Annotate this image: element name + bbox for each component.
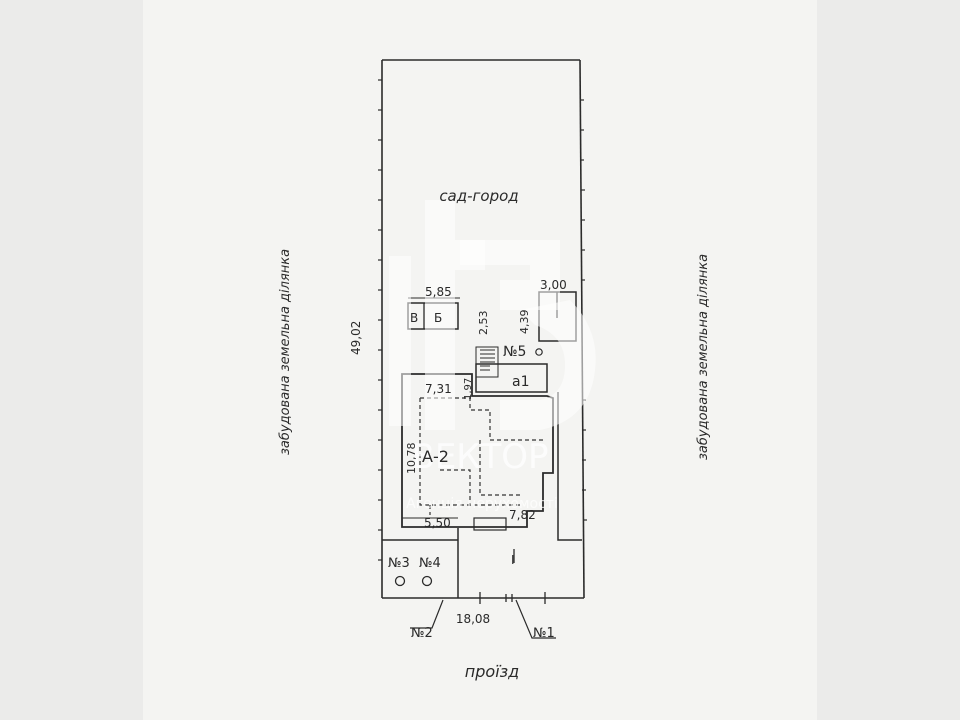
building-v-label: В <box>410 311 418 325</box>
dim-439: 4,39 <box>518 310 531 335</box>
item-2-label: №2 <box>411 626 433 641</box>
well-3-icon <box>394 575 406 587</box>
well-5-icon <box>535 348 543 356</box>
garden-label: сад-город <box>439 187 518 205</box>
dim-782: 7,82 <box>509 508 536 522</box>
watermark-logo: ВЕКТОР Агенція нерухомості <box>389 200 596 512</box>
road-label: проїзд <box>465 662 519 681</box>
porch <box>473 517 507 531</box>
leader-lines <box>410 599 556 639</box>
building-b-label: Б <box>434 311 442 325</box>
right-neighbor-label: забудована земельна ділянка <box>696 254 711 460</box>
watermark-tagline: Агенція нерухомості <box>406 496 558 512</box>
item-1-label: №1 <box>533 626 555 641</box>
dim-plot-length: 49,02 <box>349 321 363 355</box>
building-a2-label: А-2 <box>422 447 449 466</box>
stairs <box>475 346 499 378</box>
house-interior-walls <box>419 397 545 515</box>
yard-lower-right <box>557 392 582 541</box>
gate-marks <box>479 549 546 604</box>
annex-a1 <box>475 363 548 393</box>
dim-plot-width: 18,08 <box>456 612 490 626</box>
dim-550: 5,50 <box>424 516 451 530</box>
watermark-brand: ВЕКТОР <box>412 437 549 477</box>
dim-197: 1,97 <box>463 378 474 400</box>
well-4-icon <box>421 575 433 587</box>
dim-300: 3,00 <box>540 278 567 292</box>
dim-731: 7,31 <box>425 382 452 396</box>
fence-ticks <box>378 79 587 561</box>
dim-1078: 10,78 <box>405 443 418 475</box>
left-neighbor-label: забудована земельна ділянка <box>278 249 293 455</box>
dim-585: 5,85 <box>425 285 452 299</box>
item-4-label: №4 <box>419 556 441 571</box>
item-5-label: №5 <box>503 344 526 360</box>
building-a1-label: а1 <box>512 374 530 390</box>
item-3-label: №3 <box>388 556 410 571</box>
dim-253: 2,53 <box>477 311 490 336</box>
marker-i-label: I <box>511 553 515 567</box>
yard-lower-left <box>382 528 459 598</box>
